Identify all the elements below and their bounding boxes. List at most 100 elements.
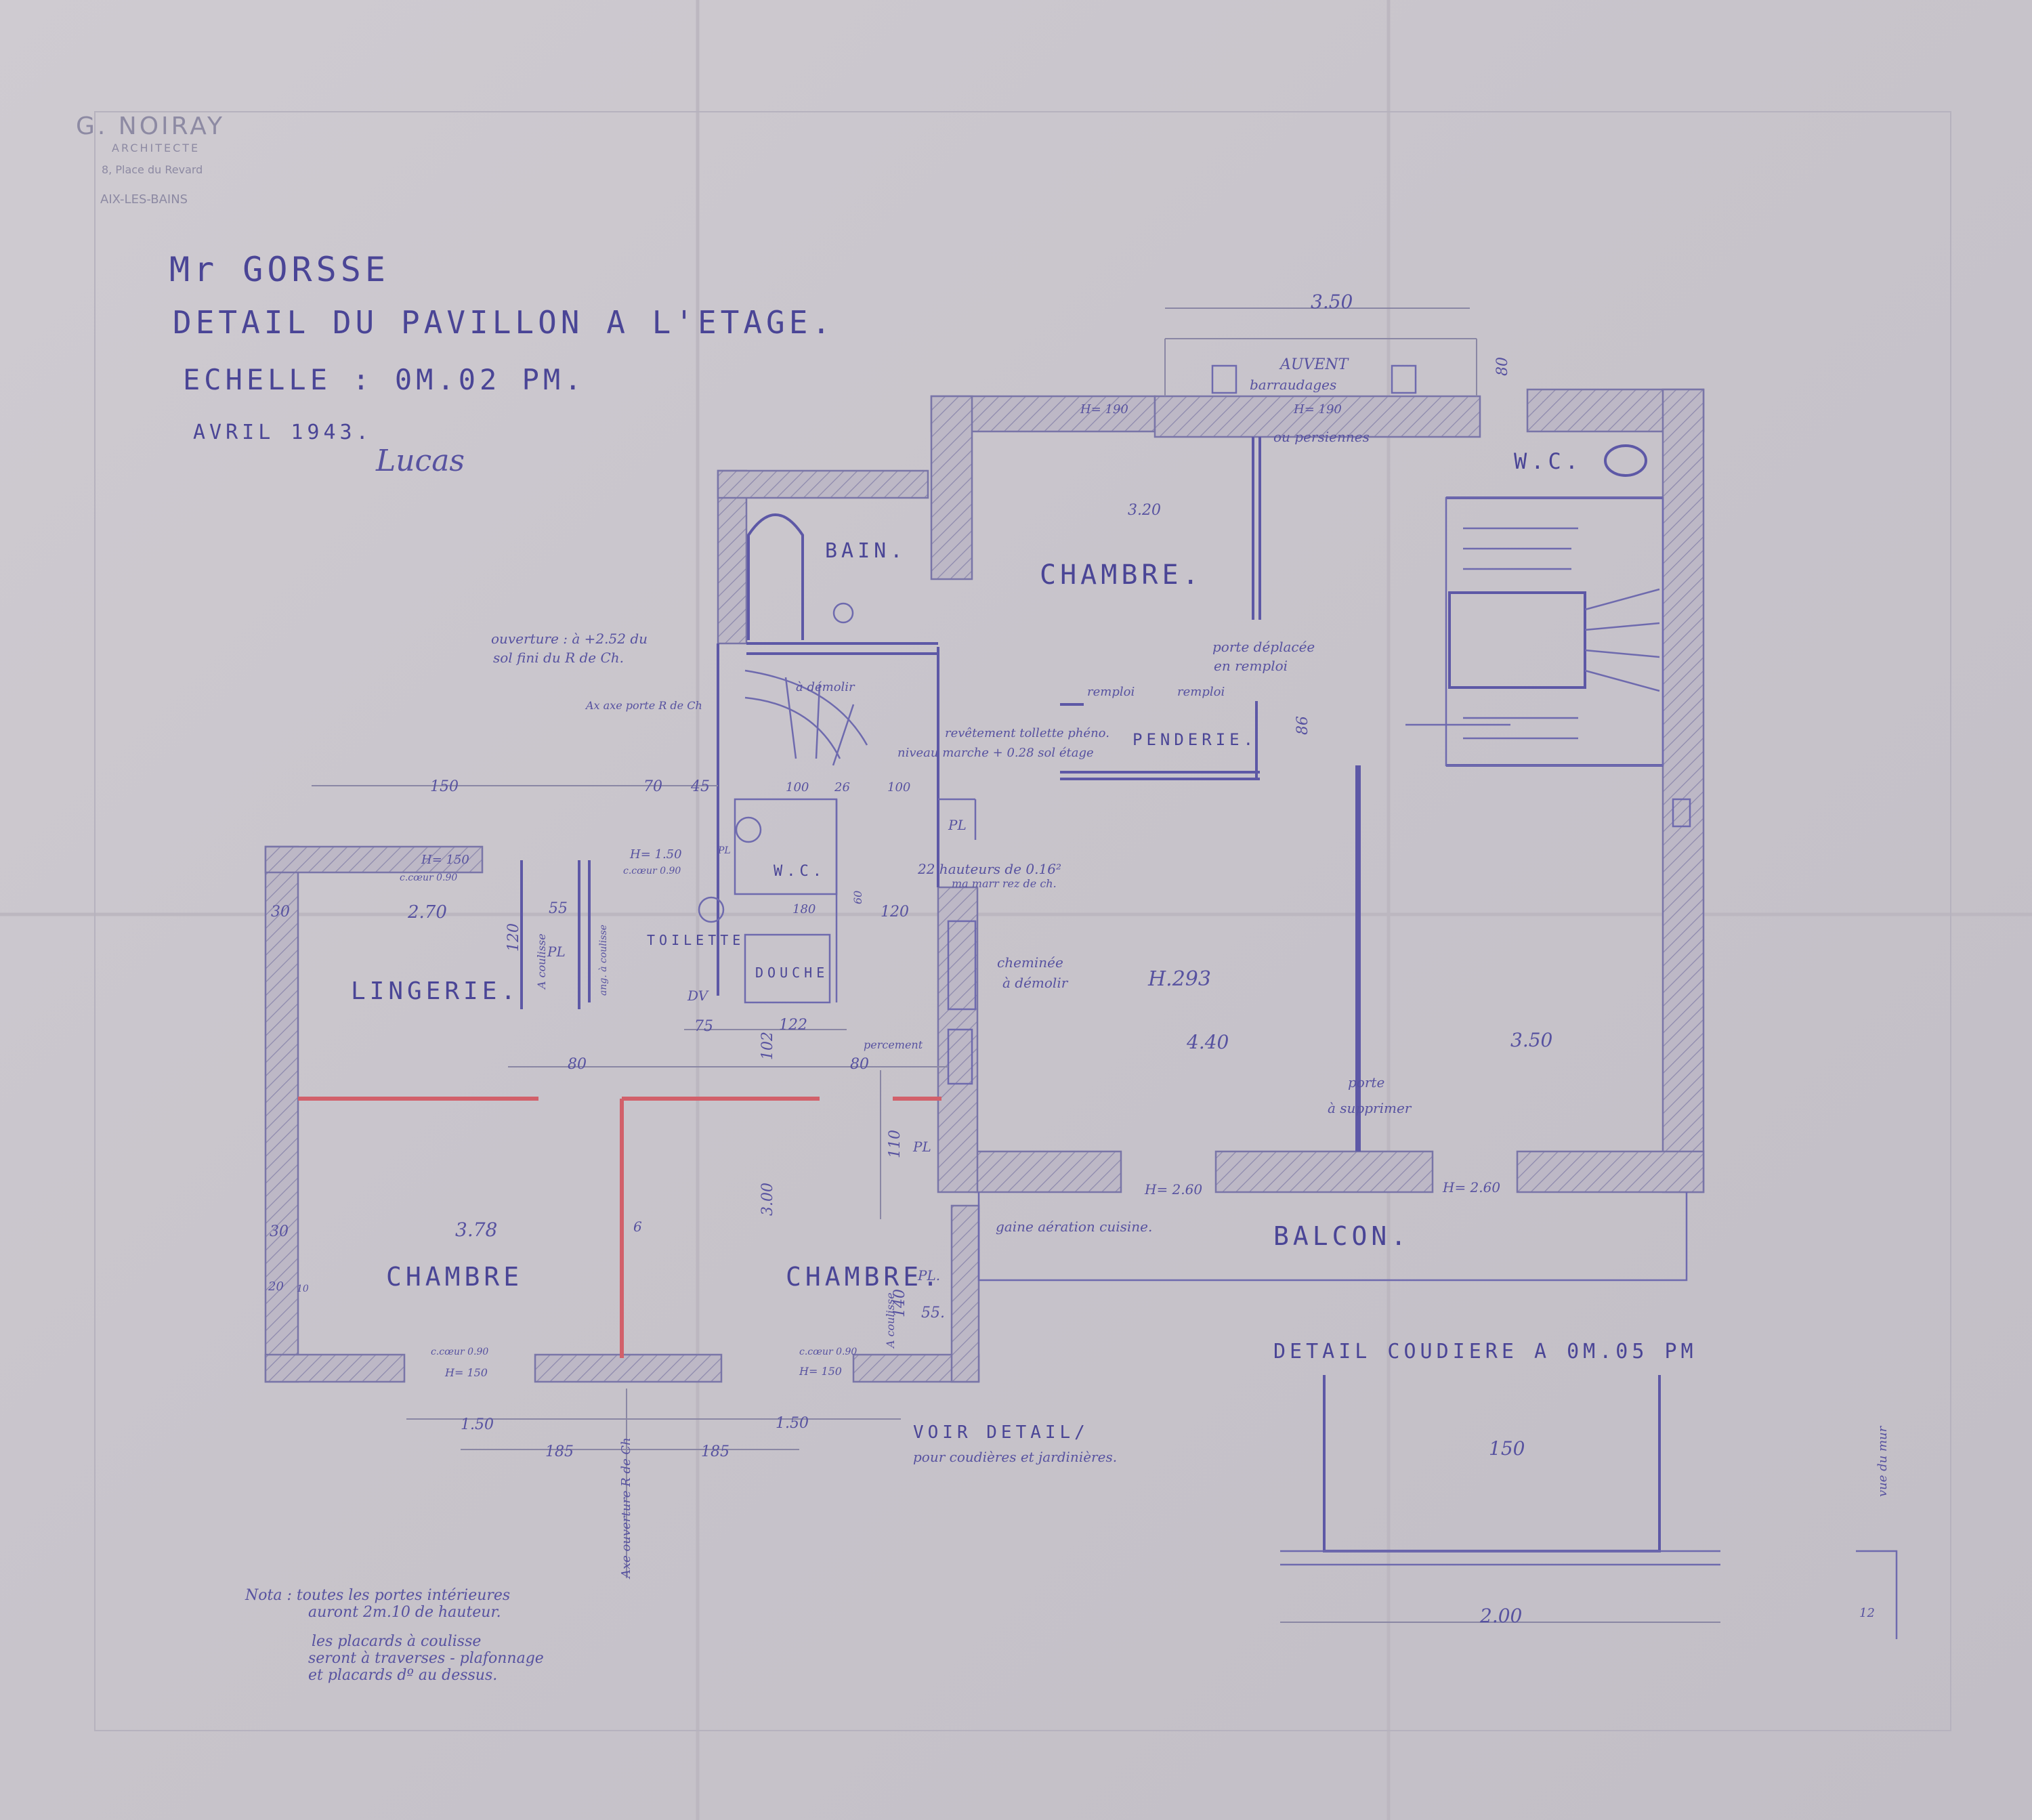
note-a-coulisse-1: A coulisse	[535, 933, 548, 990]
room-toilette: TOILETTE	[647, 932, 744, 948]
room-balcon: BALCON.	[1273, 1221, 1410, 1251]
room-bain: BAIN.	[825, 539, 906, 563]
note-line-4: seront à traverses - plafonnage	[308, 1650, 544, 1667]
dim-20: 20	[268, 1279, 284, 1294]
dim-150-b: 1.50	[461, 1416, 494, 1433]
note-revetement: revêtement tollette phéno.	[945, 726, 1109, 740]
dim-300: 3.00	[759, 1183, 776, 1216]
dim-26: 26	[834, 780, 850, 795]
label-pl-2: PL	[948, 817, 967, 833]
dim-100-b: 100	[887, 780, 910, 795]
dim-120-b: 120	[881, 904, 909, 920]
dim-coeur-a: c.cœur 0.90	[400, 872, 457, 883]
note-line-1: Nota : toutes les portes intérieures	[245, 1587, 510, 1604]
dim-6: 6	[633, 1219, 642, 1235]
coudiere-detail	[1280, 1375, 1898, 1639]
dim-h190-a: H= 190	[1080, 402, 1128, 417]
note-gaine: gaine aération cuisine.	[996, 1219, 1152, 1235]
note-porte-deplacee: porte déplacée	[1212, 639, 1315, 655]
dim-320: 3.20	[1128, 502, 1161, 519]
dim-h260-a: H= 2.60	[1144, 1181, 1202, 1198]
note-ouverture-2: sol fini du R de Ch.	[493, 650, 624, 666]
dim-185-a: 185	[545, 1443, 574, 1460]
dim-378: 3.78	[455, 1219, 497, 1241]
dim-122: 122	[779, 1017, 807, 1034]
dimension-lines	[312, 308, 1470, 1578]
dim-coeur-d: c.cœur 0.90	[799, 1347, 857, 1357]
dim-55-a: 55	[549, 900, 568, 917]
note-porte: porte	[1348, 1074, 1384, 1091]
drawing-title: DETAIL DU PAVILLON A L'ETAGE.	[173, 304, 834, 341]
dim-180: 180	[792, 902, 816, 916]
note-axe-ouverture: Axe ouverture R de Ch	[619, 1437, 633, 1580]
dim-102: 102	[759, 1032, 776, 1060]
dim-150-detail: 150	[1489, 1437, 1525, 1460]
dim-440: 4.40	[1186, 1031, 1229, 1053]
dim-70: 70	[643, 778, 662, 795]
dim-80-a: 80	[568, 1056, 587, 1073]
room-chambre-s: CHAMBRE.	[786, 1262, 942, 1292]
signature: Lucas	[375, 444, 465, 478]
dim-h150-c: H= 150	[444, 1366, 488, 1379]
room-lingerie: LINGERIE.	[351, 977, 520, 1005]
stamp-name: G. NOIRAY	[76, 112, 225, 140]
room-wc: W.C.	[774, 863, 826, 880]
dim-30-b: 30	[270, 1223, 289, 1240]
dim-12: 12	[1859, 1606, 1875, 1620]
label-pl-4: PL.	[917, 1267, 940, 1284]
stamp-profession: ARCHITECTE	[112, 142, 200, 154]
dimension-labels: 3.50 80 H= 190 H= 190 3.20 86 150 70 45 …	[268, 291, 1875, 1627]
dim-110: 110	[887, 1130, 904, 1158]
note-voir-detail: VOIR DETAIL/	[913, 1422, 1089, 1443]
dim-10: 10	[297, 1284, 309, 1294]
note-h293: H.293	[1147, 967, 1211, 991]
exterior-walls	[264, 388, 1705, 1383]
dim-150-a: 150	[430, 778, 459, 795]
note-a-coulisse-2: A coulisse	[884, 1292, 897, 1349]
dim-185-b: 185	[701, 1443, 729, 1460]
balcony	[977, 338, 1688, 1282]
note-hauteurs: 22 hauteurs de 0.16²	[917, 861, 1061, 877]
note-ang-coulisse: ang. à coulisse	[598, 925, 609, 996]
title-block: Mr GORSSE DETAIL DU PAVILLON A L'ETAGE. …	[169, 250, 834, 478]
note-niveau-marche: niveau marche + 0.28 sol étage	[897, 746, 1094, 760]
dim-h190-b: H= 190	[1293, 402, 1342, 417]
fixtures	[698, 364, 1691, 1085]
dim-h260-b: H= 2.60	[1442, 1179, 1500, 1195]
note-a-supprimer: à supprimer	[1328, 1100, 1412, 1116]
dim-coeur-b: c.cœur 0.90	[623, 866, 681, 876]
drawing-date: AVRIL 1943.	[193, 421, 373, 444]
dim-80-b: 80	[850, 1056, 869, 1073]
dim-80: 80	[1494, 357, 1511, 376]
note-line-2: auront 2m.10 de hauteur.	[308, 1604, 501, 1621]
dim-h150-d: H= 150	[799, 1365, 842, 1378]
note-barraudages: barraudages	[1250, 377, 1336, 393]
dim-100-a: 100	[786, 780, 809, 795]
note-line-5: et placards dº au dessus.	[308, 1667, 497, 1684]
note-cheminee: cheminée	[997, 954, 1063, 971]
stamp-city: AIX-LES-BAINS	[100, 192, 188, 207]
note-cheminee-2: à démolir	[1002, 975, 1069, 991]
label-pl-3: PL	[912, 1139, 931, 1155]
dim-200-detail: 2.00	[1479, 1605, 1522, 1627]
note-voir-detail-2: pour coudières et jardinières.	[913, 1449, 1117, 1465]
room-chambre-nord: CHAMBRE.	[1040, 559, 1203, 591]
dim-h150-b: H= 1.50	[629, 847, 682, 862]
label-dv: DV	[687, 988, 710, 1004]
client-name: Mr GORSSE	[169, 250, 389, 289]
stamp-address: 8, Place du Revard	[102, 163, 203, 176]
dim-60: 60	[851, 891, 864, 904]
note-axe-porte: Ax axe porte R de Ch	[585, 699, 702, 712]
dim-h150-a: H= 150	[421, 853, 469, 867]
dim-75: 75	[694, 1018, 713, 1035]
drawing-scale: ECHELLE : 0M.02 PM.	[183, 363, 585, 396]
room-douche: DOUCHE	[755, 965, 828, 981]
note-line-3: les placards à coulisse	[312, 1633, 481, 1650]
note-percement: percement	[864, 1038, 923, 1051]
label-pl-5: PL	[717, 845, 731, 856]
note-ouverture: ouverture : à +2.52 du	[491, 631, 648, 647]
architect-stamp: G. NOIRAY ARCHITECTE 8, Place du Revard …	[76, 112, 225, 207]
dim-350-right: 3.50	[1510, 1029, 1552, 1051]
